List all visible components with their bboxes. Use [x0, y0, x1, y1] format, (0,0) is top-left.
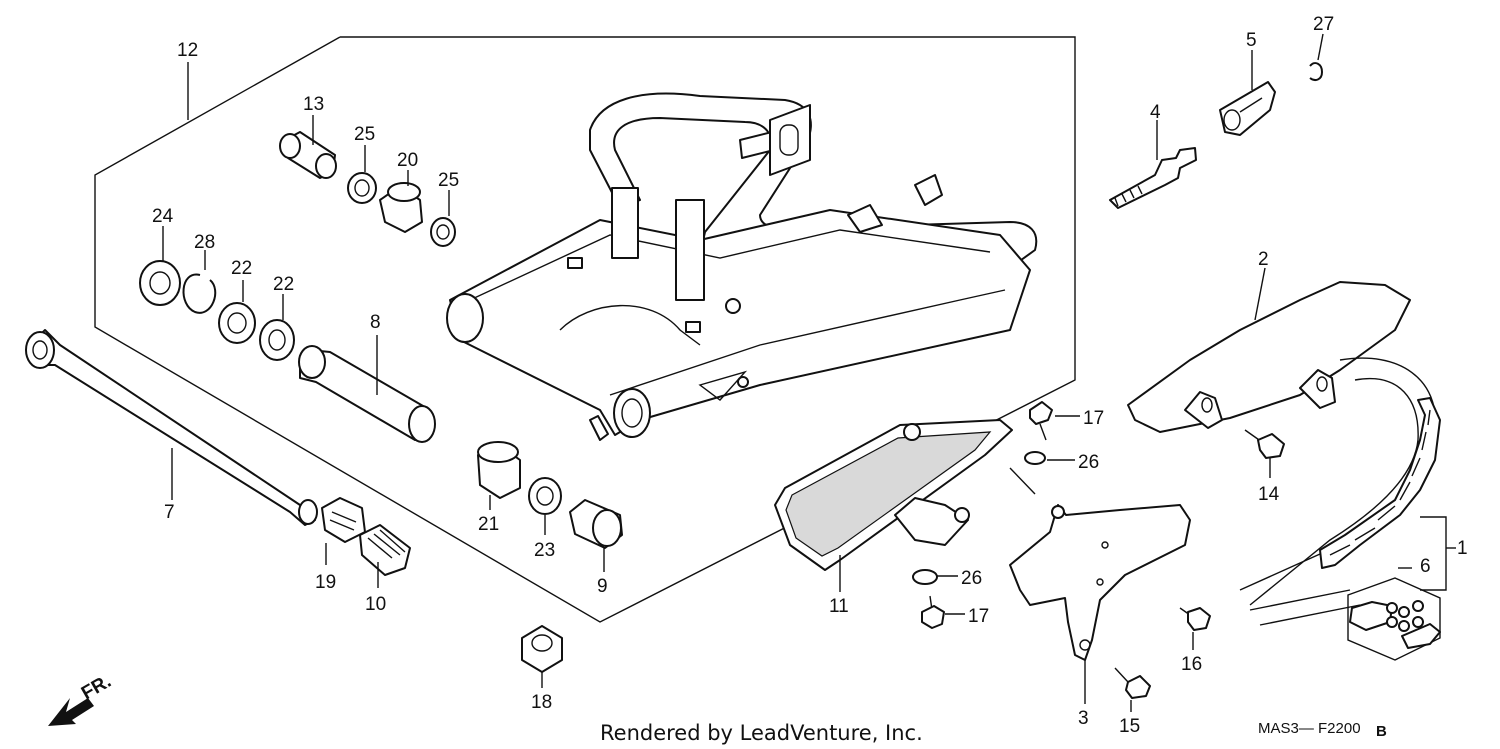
callout-15: 15 — [1119, 716, 1140, 737]
swingarm[interactable] — [446, 92, 1038, 441]
callout-27: 27 — [1313, 14, 1334, 35]
adjusting-bolt[interactable] — [359, 524, 411, 576]
callout-6: 6 — [1420, 556, 1431, 577]
callout-24: 24 — [152, 206, 174, 227]
callout-17a: 17 — [1083, 408, 1104, 429]
callout-21: 21 — [478, 514, 499, 535]
adjuster-clip[interactable] — [1309, 62, 1323, 81]
callout-12: 12 — [177, 40, 198, 61]
chain-joint[interactable] — [1347, 577, 1441, 661]
callout-28: 28 — [194, 232, 215, 253]
chain-slider[interactable] — [774, 419, 1013, 571]
callout-20: 20 — [397, 150, 418, 171]
callout-3: 3 — [1078, 708, 1089, 729]
callout-23: 23 — [534, 540, 555, 561]
distance-collar[interactable] — [279, 131, 337, 179]
callout-13: 13 — [303, 94, 324, 115]
callout-18: 18 — [531, 692, 552, 713]
callout-10: 10 — [365, 594, 386, 615]
radial-bearing[interactable] — [139, 260, 181, 306]
guard-bolt[interactable] — [1114, 667, 1151, 699]
chain-case[interactable] — [1127, 281, 1411, 433]
callout-22a: 22 — [231, 258, 252, 279]
washer-lower[interactable] — [912, 569, 938, 585]
pivot-seal[interactable] — [528, 477, 562, 515]
flange-bolt-lower[interactable] — [921, 595, 945, 629]
callout-16: 16 — [1181, 654, 1202, 675]
guard-screw[interactable] — [1179, 607, 1211, 631]
direction-label: FR. — [78, 671, 115, 704]
callout-26b: 26 — [961, 568, 982, 589]
callout-2: 2 — [1258, 249, 1269, 270]
assembly-outline — [94, 36, 1076, 623]
callout-11: 11 — [829, 596, 849, 617]
callout-1: 1 — [1457, 538, 1468, 559]
footer-credit: Rendered by LeadVenture, Inc. — [600, 721, 923, 745]
flange-bolt-upper[interactable] — [1029, 401, 1053, 441]
needle-bearing-b[interactable] — [259, 319, 295, 361]
drive-chain[interactable] — [1239, 357, 1441, 626]
pivot-collar[interactable] — [298, 345, 436, 443]
callout-25a: 25 — [354, 124, 375, 145]
callout-25b: 25 — [438, 170, 459, 191]
callout-8: 8 — [370, 312, 381, 333]
needle-bearing-a[interactable] — [218, 302, 256, 344]
callout-4: 4 — [1150, 102, 1161, 123]
pivot-bolt[interactable] — [25, 329, 318, 526]
callout-22b: 22 — [273, 274, 294, 295]
diagram-code-suffix: B — [1376, 723, 1387, 740]
diagram-code: MAS3— F2200 — [1258, 720, 1361, 737]
circlip[interactable] — [182, 273, 217, 314]
chain-adjuster[interactable] — [1219, 81, 1276, 136]
dust-seal-lower[interactable] — [430, 217, 456, 247]
pivot-bushing[interactable] — [477, 441, 521, 499]
callout-5: 5 — [1246, 30, 1257, 51]
callout-17b: 17 — [968, 606, 989, 627]
pivot-nut[interactable] — [521, 625, 563, 673]
callout-numbers: 1 2 3 4 5 6 7 8 9 10 11 12 13 14 15 16 1… — [152, 14, 1468, 737]
dust-seal-upper[interactable] — [347, 172, 377, 204]
callout-14: 14 — [1258, 484, 1280, 505]
needle-bearing[interactable] — [379, 182, 423, 233]
callout-9: 9 — [597, 576, 608, 597]
callout-7: 7 — [164, 502, 175, 523]
callout-19: 19 — [315, 572, 336, 593]
adjusting-nut[interactable] — [321, 497, 366, 543]
direction-arrow — [48, 698, 94, 726]
callout-26a: 26 — [1078, 452, 1099, 473]
adjusting-bolt-rear[interactable] — [1109, 147, 1197, 209]
pivot-collar-flanged[interactable] — [569, 499, 623, 549]
washer-upper[interactable] — [1024, 451, 1046, 465]
chain-case-bolt[interactable] — [1244, 429, 1285, 459]
chain-guard[interactable] — [1009, 504, 1191, 661]
